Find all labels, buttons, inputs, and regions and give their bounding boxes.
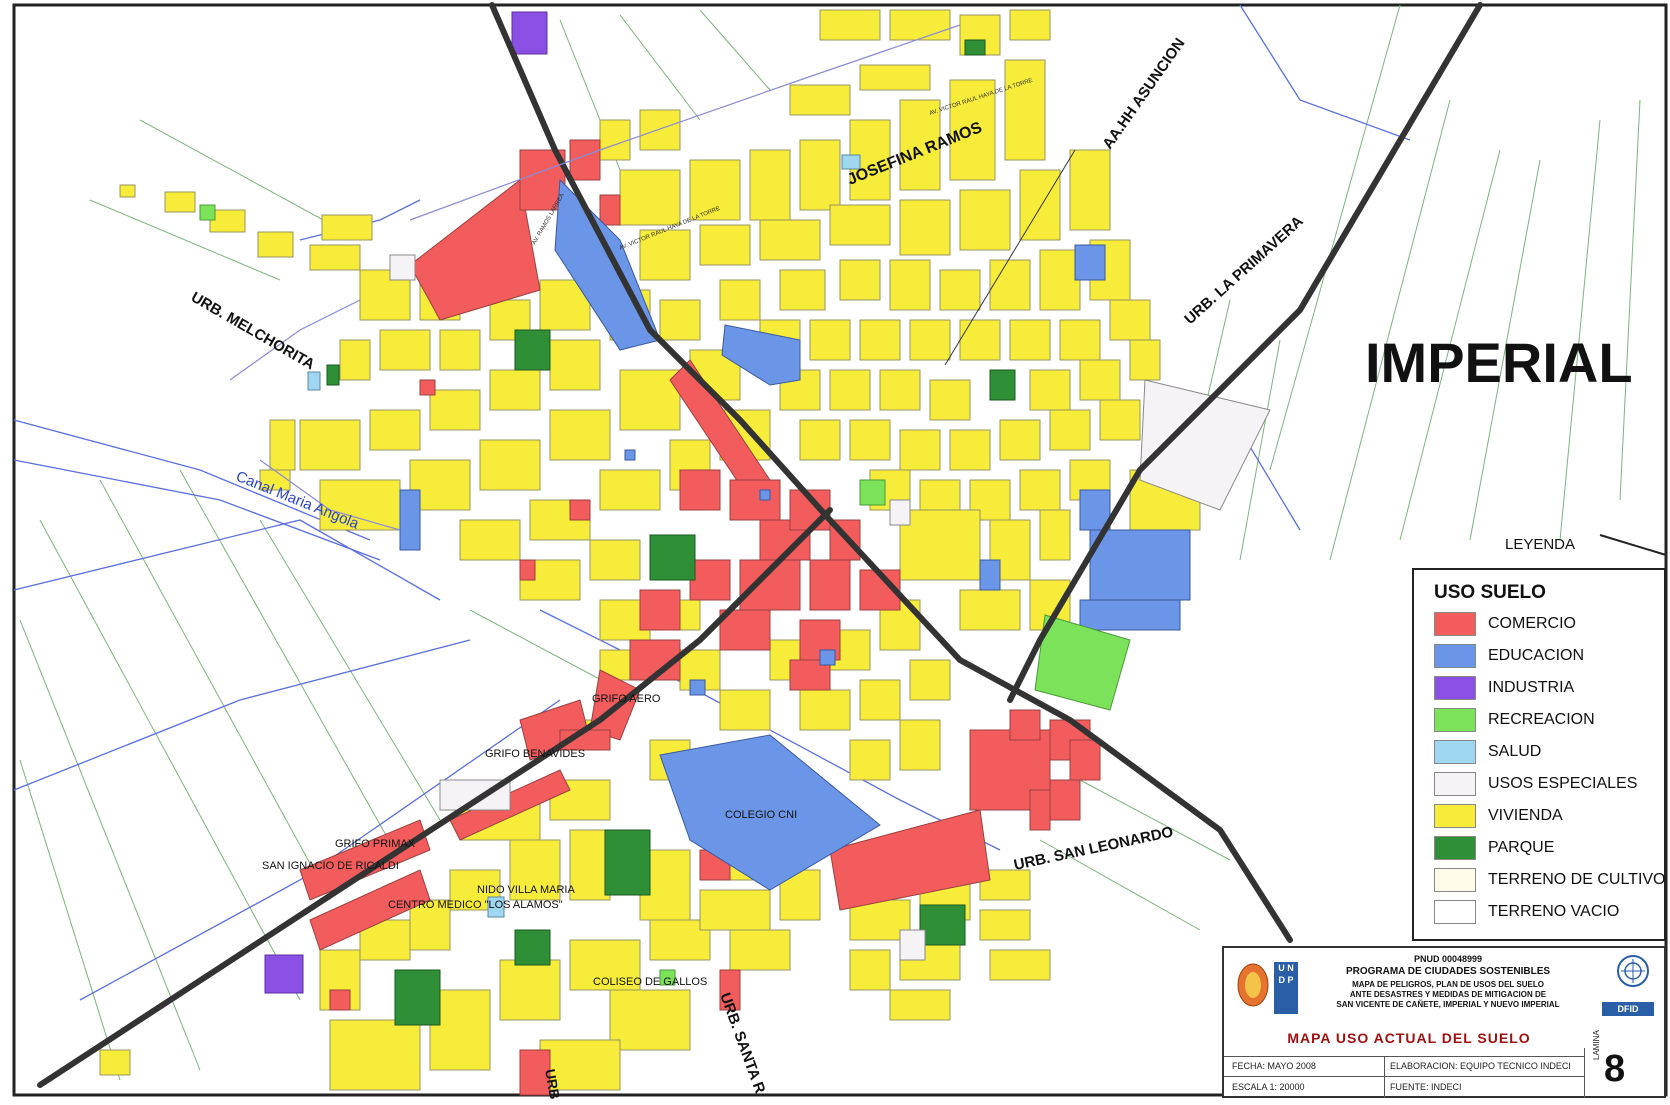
label-centro-medico: CENTRO MEDICO "LOS ALAMOS" bbox=[388, 899, 563, 911]
label-nido: NIDO VILLA MARIA bbox=[477, 884, 575, 896]
parque-blocks bbox=[326, 39, 1016, 1026]
escala-field: ESCALA 1: 20000 bbox=[1232, 1082, 1305, 1092]
legend-label: SALUD bbox=[1488, 743, 1542, 760]
legend-swatch bbox=[1434, 740, 1476, 764]
legend-item-educacion: EDUCACION bbox=[1434, 644, 1664, 670]
title-block: U N D P DFID PNUD 00048999 PROGRAMA DE C… bbox=[1222, 946, 1666, 1098]
industria-blocks bbox=[264, 11, 548, 994]
legend-label: RECREACION bbox=[1488, 711, 1595, 728]
map-title: IMPERIAL bbox=[1365, 331, 1633, 394]
legend-swatch bbox=[1434, 836, 1476, 860]
legend-label: PARQUE bbox=[1488, 839, 1555, 856]
legend-swatch bbox=[1434, 804, 1476, 828]
project-description-line3: SAN VICENTE DE CAÑETE, IMPERIAL Y NUEVO … bbox=[1336, 1000, 1560, 1009]
legend-swatch bbox=[1434, 772, 1476, 796]
legend-swatch bbox=[1434, 868, 1476, 892]
map-sheet-title: MAPA USO ACTUAL DEL SUELO bbox=[1287, 1030, 1531, 1046]
dfid-logo-icon: DFID bbox=[1602, 1002, 1654, 1016]
legend-swatch bbox=[1434, 644, 1476, 668]
project-code: PNUD 00048999 bbox=[1413, 954, 1483, 964]
educacion-blocks bbox=[399, 178, 1191, 891]
un-emblem-icon bbox=[1617, 955, 1649, 987]
title-block-divider bbox=[1224, 1076, 1584, 1077]
legend-item-industria: INDUSTRIA bbox=[1434, 676, 1664, 702]
sheet-number: 8 bbox=[1604, 1048, 1626, 1090]
legend-item-recreacion: RECREACION bbox=[1434, 708, 1664, 734]
legend-label: INDUSTRIA bbox=[1488, 679, 1575, 696]
legend-item-terreno-vacio: TERRENO VACIO bbox=[1434, 900, 1664, 926]
sheet-label: LAMINA bbox=[1592, 1030, 1601, 1060]
legend-item-usos-especiales: USOS ESPECIALES bbox=[1434, 772, 1664, 798]
elaboracion-field: ELABORACION: EQUIPO TECNICO INDECI bbox=[1390, 1061, 1571, 1071]
main-roads bbox=[37, 2, 1483, 1088]
legend-swatch bbox=[1434, 612, 1476, 636]
program-name: PROGRAMA DE CIUDADES SOSTENIBLES bbox=[1345, 966, 1551, 977]
label-grifo-benavides: GRIFO BENAVIDES bbox=[485, 748, 585, 760]
peru-emblem-icon bbox=[1237, 963, 1269, 1007]
label-san-ignacio: SAN IGNACIO DE RICALDI bbox=[262, 860, 399, 872]
legend-item-parque: PARQUE bbox=[1434, 836, 1664, 862]
legend-title: USO SUELO bbox=[1434, 582, 1546, 603]
legend-swatch bbox=[1434, 676, 1476, 700]
label-coliseo: COLISEO DE GALLOS bbox=[593, 976, 707, 988]
label-colegio: COLEGIO CNI bbox=[725, 809, 797, 821]
recreacion-blocks bbox=[199, 204, 1131, 986]
legend-label: VIVIENDA bbox=[1488, 807, 1563, 824]
legend-label: EDUCACION bbox=[1488, 647, 1585, 664]
project-description-line2: ANTE DESASTRES Y MEDIDAS DE MITIGACION D… bbox=[1349, 990, 1547, 999]
fecha-field: FECHA: MAYO 2008 bbox=[1232, 1061, 1316, 1071]
project-description-line1: MAPA DE PELIGROS, PLAN DE USOS DEL SUELO bbox=[1352, 980, 1544, 989]
legend-heading: LEYENDA bbox=[1504, 536, 1576, 553]
legend-item-comercio: COMERCIO bbox=[1434, 612, 1664, 638]
legend-label: COMERCIO bbox=[1488, 615, 1576, 632]
legend: USO SUELO COMERCIO EDUCACION INDUSTRIA R… bbox=[1412, 568, 1666, 941]
title-block-divider bbox=[1584, 1048, 1585, 1098]
legend-label: TERRENO DE CULTIVO bbox=[1488, 871, 1666, 888]
title-block-divider bbox=[1384, 1056, 1385, 1098]
secondary-roads bbox=[229, 24, 961, 531]
legend-swatch bbox=[1434, 708, 1476, 732]
salud-blocks bbox=[307, 154, 861, 918]
label-grifo-aero: GRIFO AERO bbox=[592, 693, 661, 705]
legend-label: USOS ESPECIALES bbox=[1488, 775, 1638, 792]
legend-item-vivienda: VIVIENDA bbox=[1434, 804, 1664, 830]
label-urb-partial: URB bbox=[542, 1068, 563, 1100]
label-grifo-primax: GRIFO PRIMAX bbox=[335, 838, 416, 850]
legend-label: TERRENO VACIO bbox=[1488, 903, 1620, 920]
fuente-field: FUENTE: INDECI bbox=[1390, 1082, 1462, 1092]
legend-swatch bbox=[1434, 900, 1476, 924]
undp-logo-icon: U N D P bbox=[1274, 962, 1298, 1014]
title-block-divider bbox=[1224, 1056, 1584, 1057]
legend-item-terreno-cultivo: TERRENO DE CULTIVO bbox=[1434, 868, 1666, 894]
legend-item-salud: SALUD bbox=[1434, 740, 1664, 766]
